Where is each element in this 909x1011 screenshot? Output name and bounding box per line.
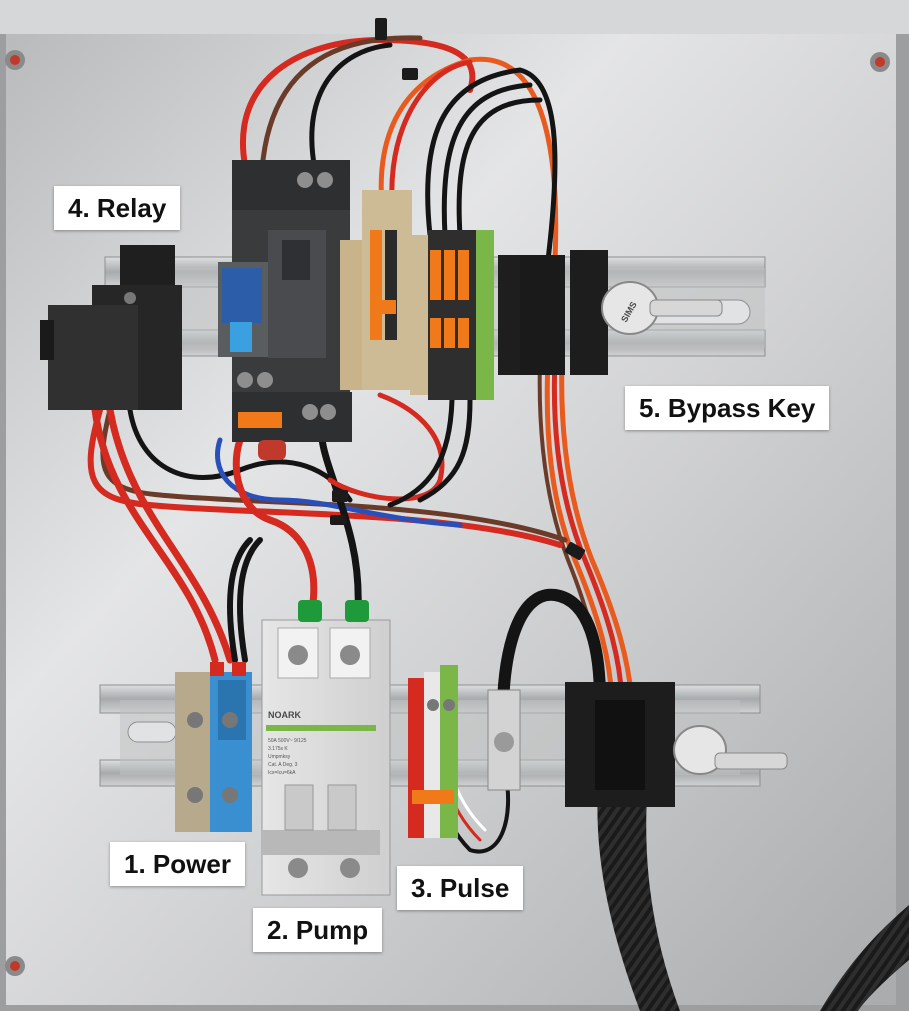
bypass-key-lower [565,682,788,807]
bypass-key-upper: SIMS [570,250,723,375]
braided-cable-sleeve-right [820,905,909,1011]
label-bypass-key: 5. Bypass Key [625,386,830,430]
din-end-clamps [487,689,521,791]
breaker-spec-4: Cat. A Deg. 3 [268,762,298,768]
pump-circuit-breaker: NOARK 50A 500V~ 9/125 3.175s K Umpmksy C… [261,600,391,896]
corner-screw-top-right [870,52,890,72]
upper-terminal-strip [340,190,565,400]
enclosure-top-edge [0,0,909,34]
power-terminal-block [175,662,252,832]
relay-module [218,160,352,460]
braided-cable-sleeve [597,760,680,1011]
label-pulse: 3. Pulse [397,866,524,910]
breaker-spec-1: 50A 500V~ 9/125 [268,738,307,744]
corner-screw-bottom-left [5,956,25,976]
breaker-spec-5: Ics=Icu=6kA [268,770,296,776]
corner-screw-top-left [5,50,25,70]
breaker-brand: NOARK [268,710,301,720]
breaker-spec-2: 3.175s K [268,746,288,752]
pulse-terminal-block [408,665,458,838]
label-relay: 4. Relay [54,186,181,230]
label-pump: 2. Pump [253,908,383,952]
cable-ties [330,18,586,560]
upper-power-terminal-block [40,245,182,410]
breaker-spec-3: Umpmksy [268,754,291,760]
label-power: 1. Power [110,842,245,886]
